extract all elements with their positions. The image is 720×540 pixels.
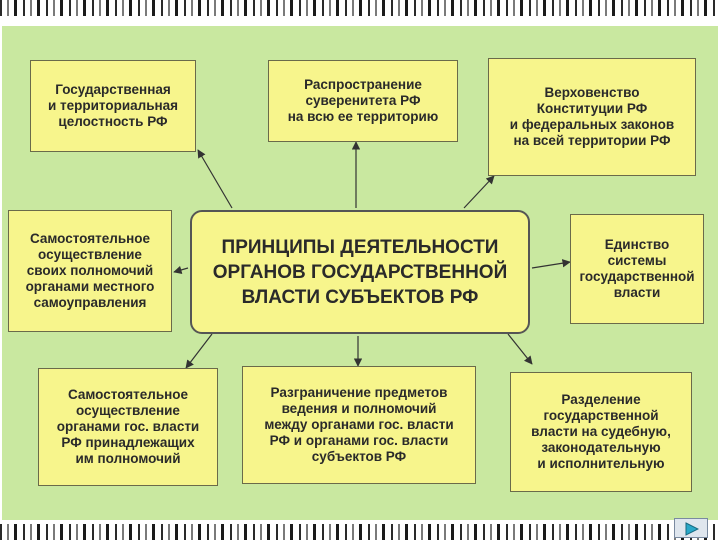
principle-territorial-integrity: Государственная и территориальная целост… <box>30 60 196 152</box>
play-arrow-icon <box>685 522 699 536</box>
principle-local-self-government: Самостоятельное осуществление своих полн… <box>8 210 172 332</box>
principle-constitution-supremacy: Верховенство Конституции РФ и федеральны… <box>488 58 696 176</box>
principle-unity-of-system: Единство системы государственной власти <box>570 214 704 324</box>
arrow-to-top-left <box>197 149 233 209</box>
central-principles-title: ПРИНЦИПЫ ДЕЯТЕЛЬНОСТИ ОРГАНОВ ГОСУДАРСТВ… <box>190 210 530 334</box>
principle-delimitation-of-jurisdiction: Разграничение предметов ведения и полном… <box>242 366 476 484</box>
decorative-stripe-top <box>0 0 720 16</box>
decorative-stripe-bottom <box>0 524 720 540</box>
arrow-to-bottom-left <box>185 333 213 369</box>
principle-sovereignty: Распространение суверенитета РФ на всю е… <box>268 60 458 142</box>
arrow-to-top-right <box>463 175 495 209</box>
next-slide-button[interactable] <box>674 518 708 538</box>
arrow-to-mid-left <box>173 265 189 274</box>
arrow-to-bottom-right <box>507 333 533 365</box>
principle-separation-of-powers: Разделение государственной власти на суд… <box>510 372 692 492</box>
arrow-to-mid-right <box>531 259 571 269</box>
principle-independent-exercise: Самостоятельное осуществление органами г… <box>38 368 218 486</box>
